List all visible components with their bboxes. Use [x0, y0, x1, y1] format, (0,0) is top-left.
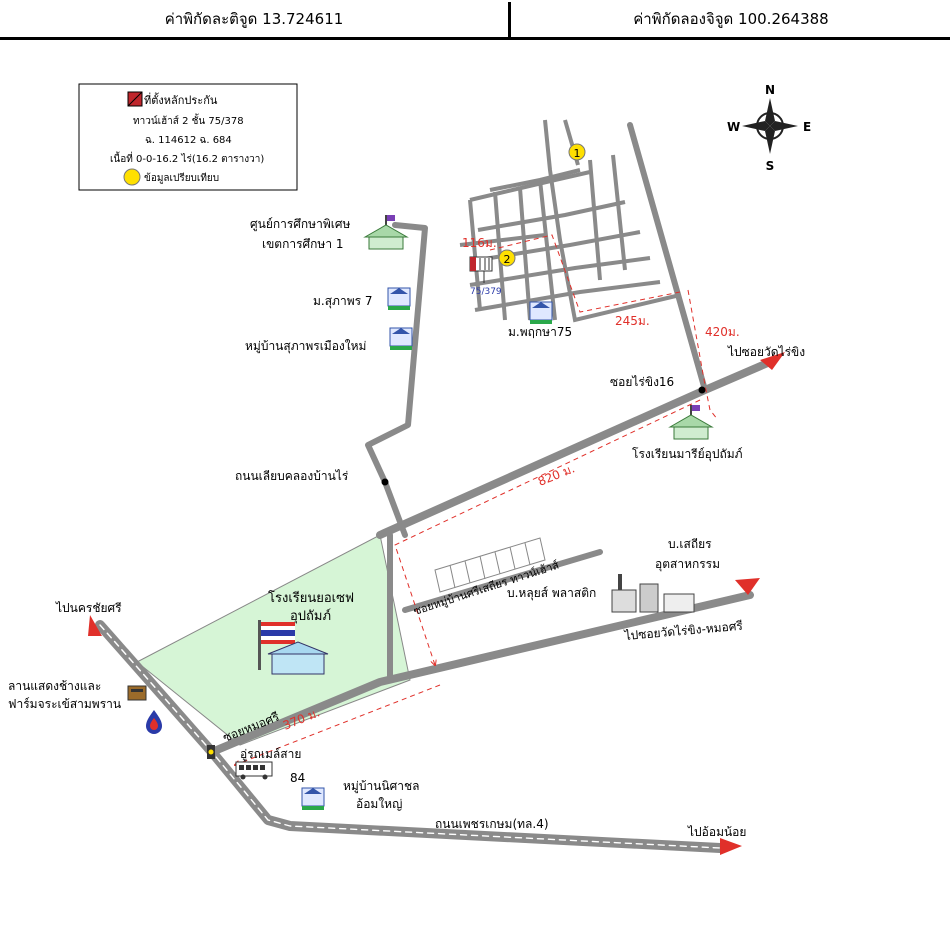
longitude-label: ค่าพิกัดลองจิจูด 100.264388: [633, 10, 829, 28]
road-vertical-east: [627, 122, 708, 393]
header-underline: [0, 37, 950, 40]
school-icon-special-ed: [363, 215, 409, 250]
fuel-station-icon: [146, 710, 162, 734]
legend-property: ที่ตั้งหลักประกัน: [144, 92, 218, 107]
coordinates-header: ค่าพิกัดละติจูด 13.724611 ค่าพิกัดลองจิจ…: [0, 0, 950, 40]
school-icon-joseph: [258, 620, 329, 675]
arrow-to-om-noi: [720, 838, 742, 855]
legend-area: เนื้อที่ 0-0-16.2 ไร่(16.2 ตารางวา): [110, 151, 264, 165]
label-suphaporn7: ม.สุภาพร 7: [313, 294, 373, 309]
compass-s: S: [766, 159, 775, 173]
factory-icon: [611, 574, 695, 613]
label-phetkasem-road: ถนนเพชรเกษม(ทล.4): [435, 817, 549, 831]
label-soi-rai-khing16: ซอยไร่ขิง16: [610, 375, 674, 389]
compass-e: E: [803, 120, 811, 134]
road-soi-mor-sri: [208, 591, 754, 756]
label-elephant-1: ลานแสดงช้างและ: [8, 679, 101, 693]
label-sathian-2: อุตสาหกรรม: [655, 557, 720, 572]
label-plastic: บ.หลุยส์ พลาสติก: [507, 586, 596, 601]
village-icon-nisachon: [301, 787, 325, 810]
legend-deed: ฉ. 114612 ฉ. 684: [145, 135, 232, 146]
svg-text:1: 1: [574, 147, 581, 160]
elephant-show-icon: [127, 685, 147, 701]
header-divider: [508, 2, 511, 38]
label-special-ed-1: ศูนย์การศึกษาพิเศษ: [250, 217, 350, 232]
townhouse-rows: [434, 537, 546, 593]
latitude-label: ค่าพิกัดละติจูด 13.724611: [164, 10, 344, 28]
label-dist-116: 116ม.: [462, 236, 497, 250]
label-nisachon-1: หมู่บ้านนิศาชล: [343, 779, 419, 794]
comparable-marker-1: 1: [568, 143, 586, 161]
village-icon-suphaporn-new: [389, 327, 413, 350]
label-special-ed-2: เขตการศึกษา 1: [262, 237, 344, 251]
label-house-no: 75/379: [470, 287, 502, 297]
label-bus-no: 84: [290, 771, 305, 785]
compass-w: W: [727, 120, 740, 134]
bus-icon: [235, 761, 273, 780]
school-icon-mary: [668, 405, 714, 440]
road-canal: [365, 222, 428, 538]
label-mary-school: โรงเรียนมารีย์อุปถัมภ์: [632, 447, 743, 462]
label-canal-road: ถนนเลียบคลองบ้านไร่: [235, 469, 349, 483]
canal-road-point: [381, 478, 389, 486]
distance-routes: [235, 234, 719, 765]
label-suphaporn-new: หมู่บ้านสุภาพรเมืองใหม่: [245, 339, 366, 354]
direction-arrows: [88, 352, 785, 855]
svg-text:2: 2: [504, 253, 511, 266]
label-to-om-noi: ไปอ้อมน้อย: [687, 825, 746, 839]
legend-type: ทาวน์เฮ้าส์ 2 ชั้น 75/378: [133, 113, 244, 127]
compass-n: N: [765, 83, 775, 97]
arrow-to-nakhon-chai-si: [88, 615, 102, 636]
road-network: [95, 122, 774, 853]
legend-box: ที่ตั้งหลักประกัน ทาวน์เฮ้าส์ 2 ชั้น 75/…: [78, 83, 298, 191]
label-dist-245: 245ม.: [615, 314, 650, 328]
road-soi-sri-sathian: [402, 549, 603, 613]
label-elephant-2: ฟาร์มจระเข้สามพราน: [8, 697, 121, 711]
arrow-to-wat-rai-khing: [760, 352, 785, 370]
label-nisachon-2: อ้อมใหญ่: [356, 797, 402, 811]
label-to-nakhon-chai-si: ไปนครชัยศรี: [55, 601, 122, 615]
label-joseph-school-1: โรงเรียนยอเซฟ: [268, 590, 354, 606]
label-pruksa75: ม.พฤกษา75: [508, 325, 572, 339]
village-icon-pruksa75: [529, 301, 553, 324]
label-dist-420: 420ม.: [705, 325, 740, 339]
compass-rose: N S E W: [727, 83, 811, 173]
label-joseph-school-2: อุปถัมภ์: [290, 608, 331, 624]
legend-comparable: ข้อมูลเปรียบเทียบ: [144, 172, 219, 184]
comparable-marker-2: 2: [498, 249, 516, 267]
comparable-legend-icon: [123, 168, 141, 186]
property-marker: [469, 256, 493, 283]
label-sathian-1: บ.เสถียร: [668, 537, 712, 551]
soi-rai-khing16-point: [698, 386, 706, 394]
village-icon-suphaporn7: [387, 287, 411, 310]
label-to-wat-rai-khing: ไปซอยวัดไร่ขิง: [727, 345, 805, 359]
label-bus-stop: อู่รถเมล์สาย: [240, 747, 301, 762]
arrow-to-mor-sri: [735, 578, 760, 595]
